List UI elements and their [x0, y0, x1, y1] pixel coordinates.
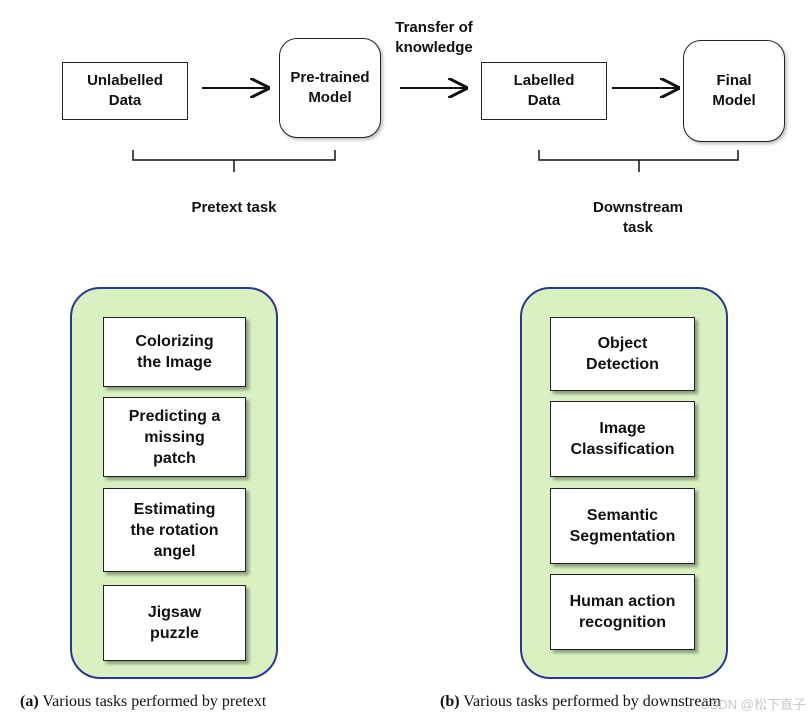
- pretrained-model-label: Pre-trained Model: [290, 69, 370, 106]
- unlabelled-data-label: Unlabelled Data: [87, 72, 163, 109]
- final-model-label: Final Model: [712, 72, 756, 109]
- transfer-of-knowledge-label: Transfer of knowledge: [395, 19, 473, 56]
- brace-downstream: [538, 150, 739, 172]
- downstream-task-object-detection: Object Detection: [550, 317, 695, 391]
- pretext-task-label: Pretext task: [191, 199, 277, 216]
- pretext-task-colorizing: Colorizing the Image: [103, 317, 246, 387]
- unlabelled-data-box: Unlabelled Data: [62, 62, 188, 120]
- downstream-task-semantic-segmentation: Semantic Segmentation: [550, 488, 695, 564]
- pretext-task-missing-patch: Predicting a missing patch: [103, 397, 246, 477]
- caption-a: (a) Various tasks performed by pretext: [20, 692, 266, 712]
- labelled-data-label: Labelled Data: [513, 72, 575, 109]
- downstream-task-label: Downstream task: [592, 199, 684, 236]
- caption-b-text: Various tasks performed by downstream: [459, 693, 721, 710]
- caption-a-text: Various tasks performed by pretext: [38, 693, 267, 710]
- final-model-box: Final Model: [683, 40, 785, 142]
- caption-b-tag: (b): [440, 693, 460, 710]
- watermark: CSDN @松下直子: [700, 697, 806, 712]
- downstream-task-human-action: Human action recognition: [550, 574, 695, 650]
- downstream-task-image-classification: Image Classification: [550, 401, 695, 477]
- pretext-task-rotation: Estimating the rotation angel: [103, 488, 246, 572]
- pretext-task-jigsaw: Jigsaw puzzle: [103, 585, 246, 661]
- caption-b: (b) Various tasks performed by downstrea…: [440, 692, 721, 712]
- brace-pretext: [132, 150, 336, 172]
- labelled-data-box: Labelled Data: [481, 62, 607, 120]
- caption-a-tag: (a): [20, 693, 39, 710]
- pretrained-model-box: Pre-trained Model: [279, 38, 381, 138]
